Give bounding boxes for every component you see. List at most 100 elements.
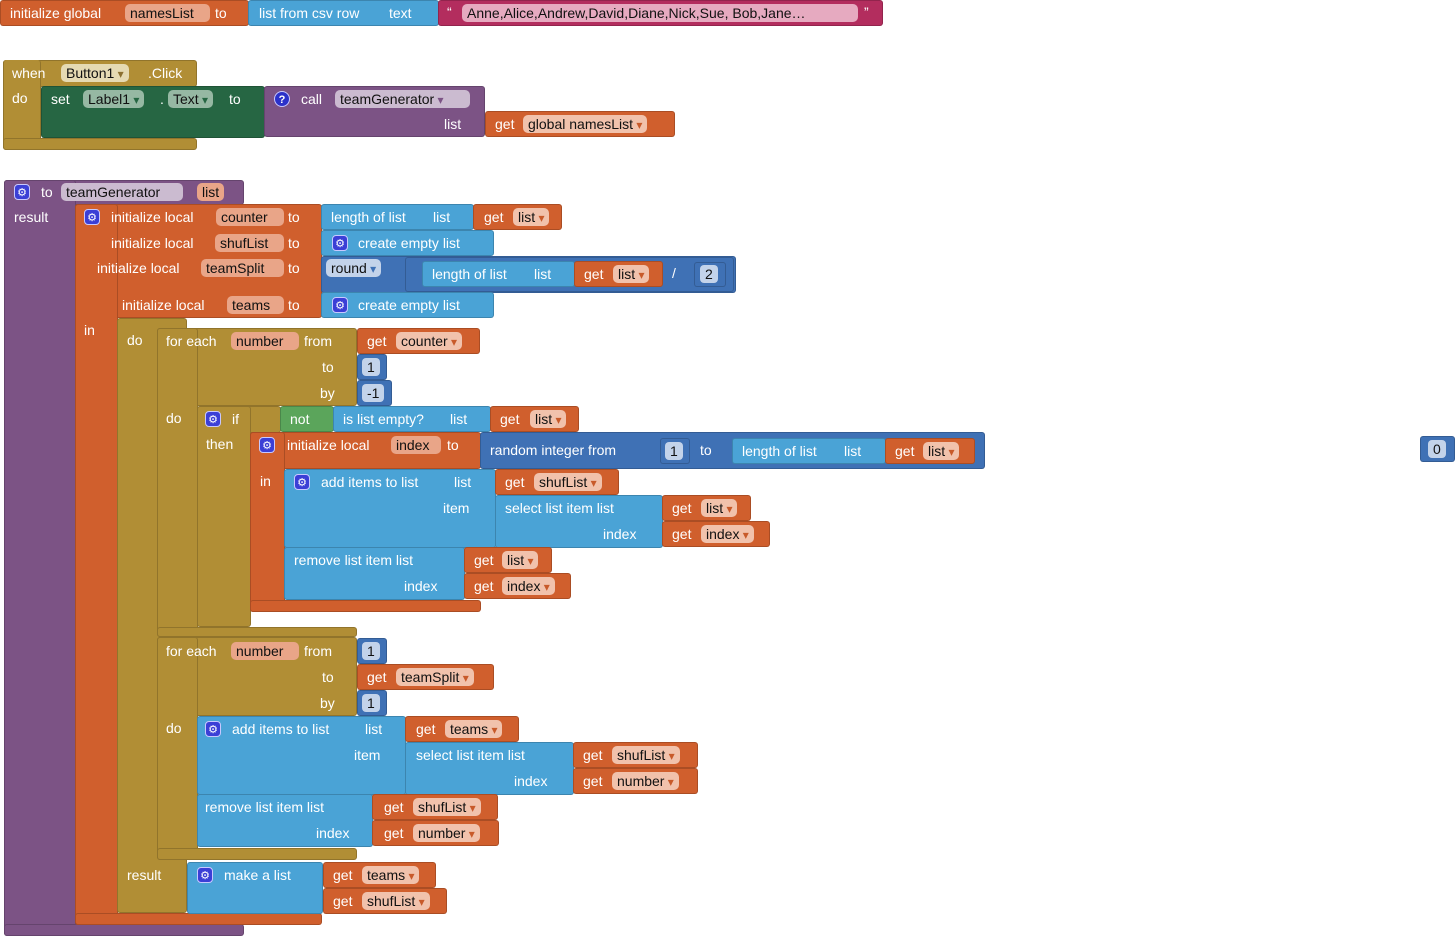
- add-items-to-list-block[interactable]: [284, 469, 496, 548]
- label: initialize local: [111, 235, 194, 251]
- variable-dropdown[interactable]: teams: [362, 866, 420, 884]
- variable-dropdown[interactable]: index: [701, 525, 754, 543]
- gear-icon[interactable]: ⚙: [259, 437, 275, 453]
- create-empty-list-block[interactable]: [321, 292, 494, 318]
- variable-dropdown[interactable]: index: [502, 577, 555, 595]
- label: to: [41, 184, 53, 200]
- number-field[interactable]: 1: [362, 642, 380, 660]
- label: to: [700, 442, 712, 458]
- gear-icon[interactable]: ⚙: [197, 867, 213, 883]
- label: when: [12, 65, 46, 81]
- local-name-field[interactable]: counter: [216, 208, 284, 226]
- label: to: [288, 209, 300, 225]
- local-bottom: [75, 913, 322, 925]
- variable-dropdown[interactable]: counter: [396, 332, 463, 350]
- for-each-do-column: [157, 637, 198, 860]
- help-icon[interactable]: ?: [274, 91, 290, 107]
- variable-dropdown[interactable]: list: [502, 551, 539, 569]
- list-from-csv-row-block[interactable]: [248, 0, 439, 26]
- round-dropdown[interactable]: round: [326, 259, 382, 277]
- variable-dropdown[interactable]: list: [701, 499, 738, 517]
- label: select list item list: [416, 747, 525, 763]
- local-name-field[interactable]: index: [391, 436, 441, 454]
- variable-dropdown[interactable]: shufList: [612, 746, 680, 764]
- variable-dropdown[interactable]: list: [530, 410, 567, 428]
- label: text: [389, 5, 412, 21]
- component-dropdown[interactable]: Label1: [83, 90, 145, 108]
- gear-icon[interactable]: ⚙: [84, 209, 100, 225]
- add-items-to-list-block[interactable]: [197, 716, 406, 795]
- label: get: [505, 474, 525, 490]
- gear-icon[interactable]: ⚙: [332, 235, 348, 251]
- for-each-bottom: [157, 627, 357, 637]
- label: result: [14, 209, 49, 225]
- loop-var-field[interactable]: number: [231, 642, 299, 660]
- label: to: [229, 91, 241, 107]
- label: get: [672, 526, 692, 542]
- label: .: [160, 91, 164, 107]
- label: get: [367, 669, 387, 685]
- select-list-item-block[interactable]: [405, 742, 574, 795]
- number-field[interactable]: 1: [362, 358, 380, 376]
- label: is list empty?: [343, 411, 424, 427]
- gear-icon[interactable]: ⚙: [294, 474, 310, 490]
- create-empty-list-block[interactable]: [321, 230, 494, 256]
- variable-dropdown[interactable]: shufList: [413, 798, 481, 816]
- local-name-field[interactable]: teams: [227, 296, 284, 314]
- variable-dropdown[interactable]: list: [513, 208, 550, 226]
- text-value-field[interactable]: Anne,Alice,Andrew,David,Diane,Nick,Sue, …: [462, 4, 858, 22]
- variable-dropdown[interactable]: number: [413, 824, 480, 842]
- label: do: [127, 332, 143, 348]
- label: in: [260, 473, 271, 489]
- variable-dropdown[interactable]: teamSplit: [396, 668, 474, 686]
- param-field[interactable]: list: [197, 183, 225, 201]
- label: get: [416, 721, 436, 737]
- gear-icon[interactable]: ⚙: [14, 184, 30, 200]
- variable-dropdown[interactable]: teams: [445, 720, 503, 738]
- length-of-list-block[interactable]: [732, 438, 886, 464]
- is-list-empty-block[interactable]: [333, 406, 491, 432]
- label: list: [844, 443, 862, 459]
- procedure-dropdown[interactable]: teamGenerator: [335, 90, 470, 108]
- remove-list-item-block[interactable]: [284, 547, 465, 600]
- variable-dropdown[interactable]: global namesList: [523, 115, 648, 133]
- remove-list-item-block[interactable]: [197, 794, 373, 847]
- label: get: [474, 578, 494, 594]
- number-field[interactable]: 1: [362, 694, 380, 712]
- local-bottom: [250, 600, 481, 612]
- number-field[interactable]: 1: [665, 442, 683, 460]
- number-field[interactable]: 0: [1428, 440, 1446, 458]
- variable-dropdown[interactable]: list: [613, 265, 650, 283]
- number-field[interactable]: -1: [362, 384, 385, 402]
- loop-var-field[interactable]: number: [231, 332, 299, 350]
- local-name-field[interactable]: teamSplit: [201, 259, 284, 277]
- variable-dropdown[interactable]: number: [612, 772, 679, 790]
- label: get: [384, 799, 404, 815]
- variable-dropdown[interactable]: list: [923, 442, 960, 460]
- initialize-local-index-block[interactable]: [250, 432, 481, 469]
- label: get: [484, 209, 504, 225]
- label: length of list: [331, 209, 406, 225]
- gear-icon[interactable]: ⚙: [205, 411, 221, 427]
- number-field[interactable]: 2: [700, 265, 718, 283]
- label: select list item list: [505, 500, 614, 516]
- label: .Click: [148, 65, 183, 81]
- select-list-item-block[interactable]: [495, 495, 663, 548]
- variable-dropdown[interactable]: shufList: [534, 473, 602, 491]
- procedure-name-field[interactable]: teamGenerator: [61, 183, 183, 201]
- label: get: [895, 443, 915, 459]
- global-name-field[interactable]: namesList: [125, 4, 210, 22]
- label: add items to list: [321, 474, 419, 490]
- local-name-field[interactable]: shufList: [215, 234, 284, 252]
- label: list from csv row: [259, 5, 360, 21]
- label: do: [166, 410, 182, 426]
- gear-icon[interactable]: ⚙: [332, 297, 348, 313]
- component-dropdown[interactable]: Button1: [61, 64, 129, 82]
- length-of-list-block[interactable]: [321, 204, 474, 230]
- label: index: [316, 825, 350, 841]
- gear-icon[interactable]: ⚙: [205, 721, 221, 737]
- set-label-text-block[interactable]: [41, 86, 265, 138]
- variable-dropdown[interactable]: shufList: [362, 892, 430, 910]
- label: add items to list: [232, 721, 330, 737]
- property-dropdown[interactable]: Text: [168, 90, 214, 108]
